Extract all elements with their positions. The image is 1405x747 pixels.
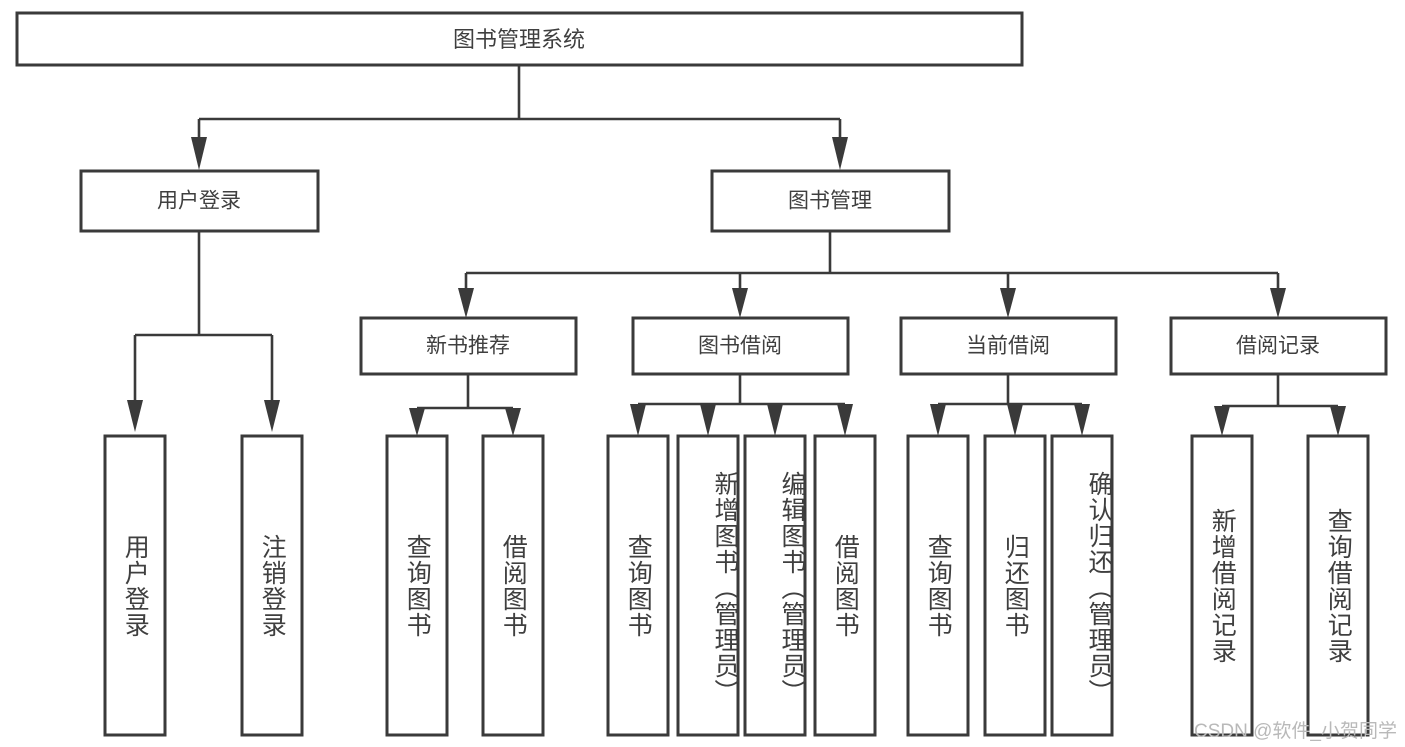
connector-layer: [127, 65, 1346, 436]
arrowhead-leaf-borrow-book-1: [505, 408, 521, 436]
node-leaf-edit-book-box[interactable]: [743, 434, 807, 737]
arrowhead-leaf-add-book: [700, 404, 716, 436]
arrowhead-leaf-confirm-return: [1074, 404, 1090, 436]
node-borrow-record-label: 借阅记录: [1236, 335, 1320, 358]
node-user-login-box[interactable]: [79, 169, 320, 233]
arrowhead-new-book-recommend: [458, 288, 474, 318]
arrowhead-leaf-user-login: [127, 400, 143, 432]
arrowhead-leaf-query-book-1: [409, 408, 425, 436]
arrowhead-bookmanage: [832, 137, 848, 170]
arrowhead-leaf-borrow-book-2: [837, 404, 853, 436]
node-leaf-confirm-return-box[interactable]: [1050, 434, 1114, 737]
node-book-manage-label: 图书管理: [788, 190, 872, 213]
node-leaf-query-book-3-box[interactable]: [906, 434, 970, 737]
arrowhead-current-borrow: [1000, 288, 1016, 318]
node-leaf-add-record-box[interactable]: [1190, 434, 1254, 737]
arrowhead-book-borrow: [732, 288, 748, 318]
node-root-box[interactable]: [15, 11, 1024, 67]
arrowhead-borrow-record: [1270, 288, 1286, 318]
node-leaf-logout-box[interactable]: [240, 434, 304, 737]
arrowhead-leaf-edit-book: [767, 404, 783, 436]
node-leaf-query-book-1-box[interactable]: [385, 434, 449, 737]
node-leaf-borrow-book-1-box[interactable]: [481, 434, 545, 737]
node-leaf-query-book-2-box[interactable]: [606, 434, 670, 737]
arrowhead-leaf-logout: [264, 400, 280, 432]
node-current-borrow-label: 当前借阅: [966, 335, 1050, 358]
label-layer: 图书管理系统 用户登录 图书管理 新书推荐 图书借阅 当前借阅 借阅记录: [157, 27, 1320, 358]
arrowhead-leaf-query-book-2: [630, 404, 646, 436]
arrowhead-userlogin: [191, 137, 207, 170]
node-new-book-recommend-box[interactable]: [359, 316, 578, 376]
node-leaf-query-record-box[interactable]: [1306, 434, 1370, 737]
node-user-login-label: 用户登录: [157, 190, 241, 213]
node-book-borrow-label: 图书借阅: [698, 335, 782, 358]
node-leaf-add-book-box[interactable]: [676, 434, 740, 737]
arrowhead-leaf-return-book: [1007, 404, 1023, 436]
arrowhead-leaf-query-record: [1330, 406, 1346, 436]
node-root-label: 图书管理系统: [453, 27, 585, 52]
node-leaf-borrow-book-2-box[interactable]: [813, 434, 877, 737]
arrowhead-leaf-add-record: [1214, 406, 1230, 436]
node-leaf-return-book-box[interactable]: [983, 434, 1047, 737]
node-book-manage-box[interactable]: [710, 169, 951, 233]
node-leaf-user-login-box[interactable]: [103, 434, 167, 737]
node-current-borrow-box[interactable]: [899, 316, 1118, 376]
watermark-text: CSDN @软件_小贺同学: [1194, 721, 1397, 742]
node-layer: [15, 11, 1388, 737]
node-borrow-record-box[interactable]: [1169, 316, 1388, 376]
node-new-book-recommend-label: 新书推荐: [426, 335, 510, 358]
node-book-borrow-box[interactable]: [631, 316, 850, 376]
arrowhead-leaf-query-book-3: [930, 404, 946, 436]
